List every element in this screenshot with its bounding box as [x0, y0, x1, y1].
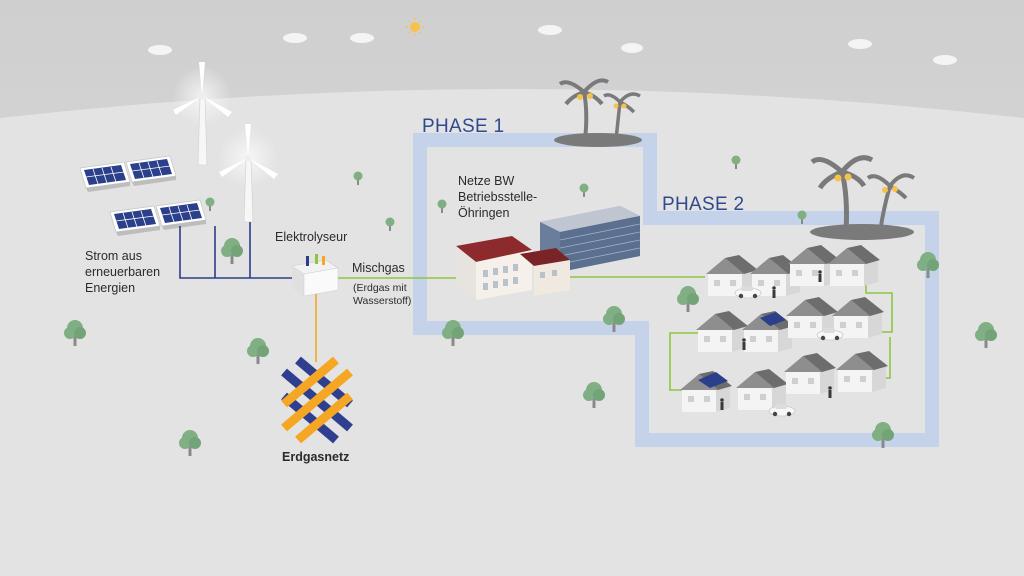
netze-bw-label: Netze BW Betriebsstelle- Öhringen: [458, 173, 537, 221]
renewables-label: Strom aus erneuerbaren Energien: [85, 248, 160, 296]
electrolyser-icon: [291, 254, 339, 297]
netze-bw-label-line: Betriebsstelle-: [458, 190, 538, 204]
electrolyser-label: Elektrolyseur: [275, 230, 348, 244]
wind-turbine-icon: [172, 62, 232, 166]
mixed-gas-label: Mischgas: [352, 261, 405, 275]
phase-1-label: PHASE 1: [422, 116, 505, 137]
netze-bw-label-line: Netze BW: [458, 174, 515, 188]
renewables-label-line: erneuerbaren: [85, 265, 161, 279]
historic-building-icon: [456, 236, 570, 300]
palm-island-icon: [810, 155, 916, 240]
phase-areas: [413, 133, 939, 447]
mixed-gas-note-line: (Erdgas mit: [353, 282, 407, 294]
solar-panel-icon: [698, 312, 786, 388]
mixed-gas-note: (Erdgas mit Wasserstoff): [353, 282, 411, 308]
sun-icon: [406, 18, 424, 36]
cloud-icon: [148, 25, 957, 65]
renewables-label-line: Energien: [85, 281, 136, 295]
renewables-label-line: Strom aus: [85, 249, 142, 263]
phase-2-label: PHASE 2: [662, 194, 745, 215]
wind-turbine-icon: [218, 124, 278, 223]
power-line: [179, 222, 305, 279]
netze-bw-label-line: Öhringen: [458, 206, 510, 220]
mixed-gas-note-line: Wasserstoff): [353, 295, 412, 307]
gas-grid-label: Erdgasnetz: [282, 450, 350, 464]
palm-island-icon: [554, 78, 642, 147]
erdgasnetz-logo-icon: [281, 356, 353, 444]
